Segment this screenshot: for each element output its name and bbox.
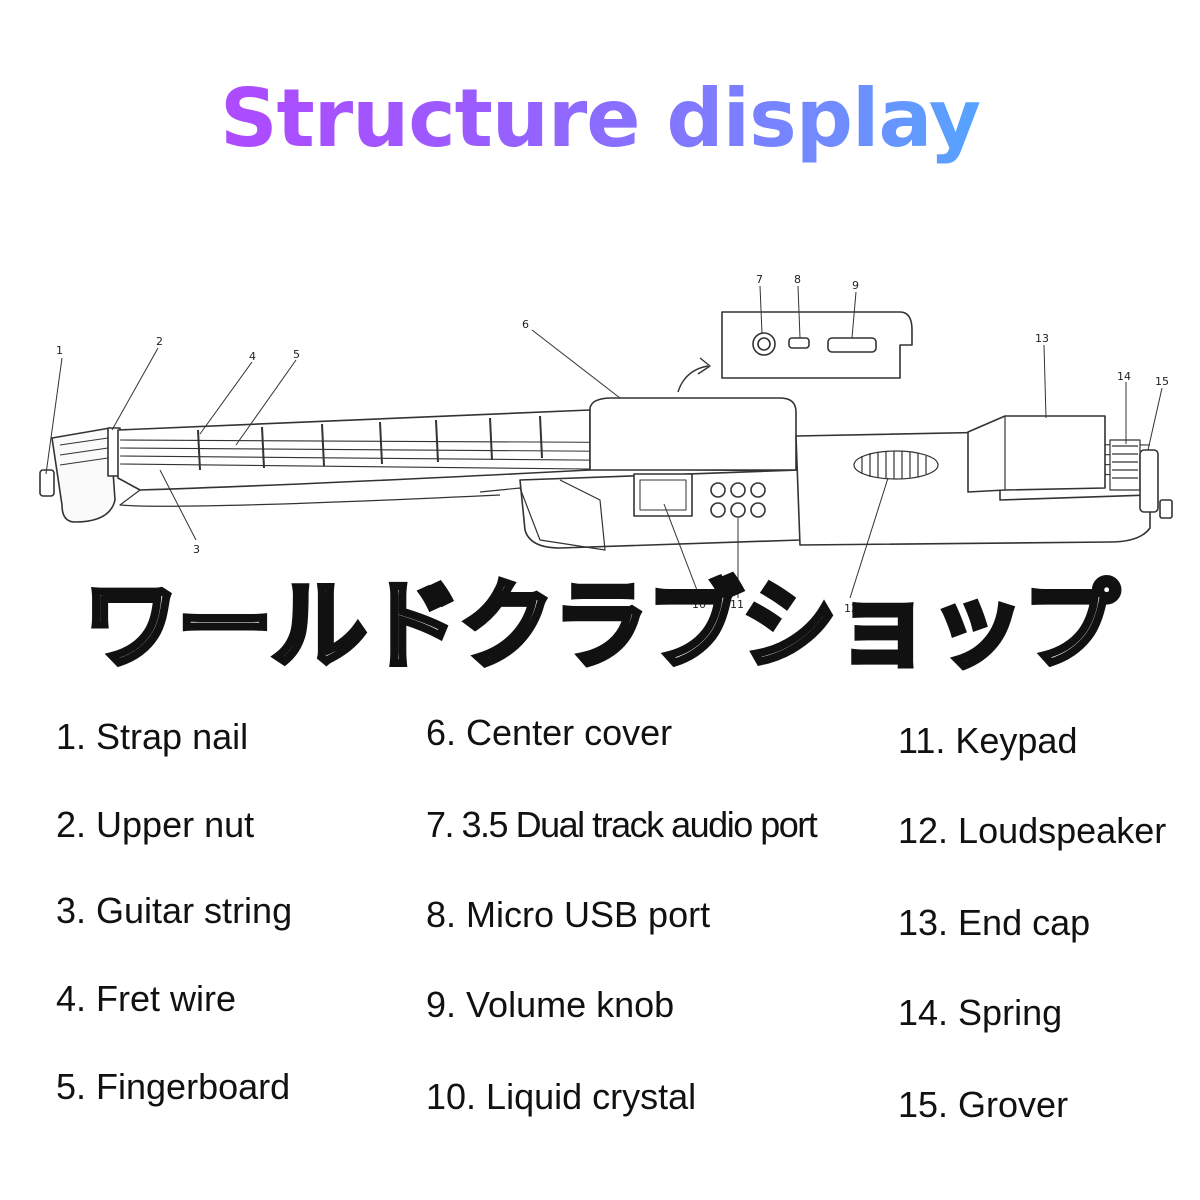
legend-item-3: 3. Guitar string	[56, 890, 293, 931]
watermark-text: ワールドクラブショップ	[81, 568, 1122, 685]
callout-10: 10	[692, 598, 706, 611]
legend-item-2: 2. Upper nut	[56, 804, 255, 845]
callout-9: 9	[852, 279, 859, 292]
legend-item-14: 14. Spring	[898, 992, 1063, 1033]
callout-11: 11	[730, 598, 744, 611]
volume-knob-part	[827, 337, 877, 353]
legend-item-5: 5. Fingerboard	[56, 1066, 291, 1107]
legend-item-11: 11. Keypad	[898, 720, 1078, 761]
callout-4: 4	[249, 350, 256, 363]
callout-1: 1	[56, 344, 63, 357]
loudspeaker-part	[853, 450, 939, 480]
callout-3: 3	[193, 543, 200, 556]
legend-item-8: 8. Micro USB port	[426, 894, 711, 935]
legend-item-15: 15. Grover	[898, 1084, 1069, 1125]
legend-item-6: 6. Center cover	[426, 712, 673, 753]
callout-13: 13	[1035, 332, 1049, 345]
headstock	[51, 427, 116, 523]
callout-6: 6	[522, 318, 529, 331]
ports-inset	[721, 311, 913, 379]
legend-item-13: 13. End cap	[898, 902, 1091, 943]
strap-nail-part	[39, 469, 55, 497]
legend-item-12: 12. Loudspeaker	[898, 810, 1167, 851]
audio-port-part	[752, 332, 776, 356]
legend-item-9: 9. Volume knob	[426, 984, 675, 1025]
title: Structure display	[0, 72, 1200, 165]
liquid-crystal-part	[633, 473, 693, 517]
callout-8: 8	[794, 273, 801, 286]
legend-item-10: 10. Liquid crystal	[426, 1076, 697, 1117]
callout-15: 15	[1155, 375, 1169, 388]
grover-part	[1139, 449, 1159, 513]
leader-lines	[45, 285, 1163, 599]
usb-port-part	[788, 337, 810, 349]
callout-labels: 1 2 3 4 5 6 7 8 9 10 11 12 13 14 15	[56, 273, 1169, 615]
spring-part	[1109, 439, 1141, 491]
fret-wires	[197, 415, 543, 471]
callout-2: 2	[156, 335, 163, 348]
callout-12: 12	[844, 602, 858, 615]
callout-7: 7	[756, 273, 763, 286]
callout-5: 5	[293, 348, 300, 361]
callout-14: 14	[1117, 370, 1131, 383]
end-cap-part	[967, 415, 1106, 493]
legend-item-4: 4. Fret wire	[56, 978, 237, 1019]
center-cover-part	[589, 397, 797, 471]
keypad-part	[710, 482, 766, 518]
arrow-icon	[677, 365, 709, 393]
legend-item-1: 1. Strap nail	[56, 716, 249, 757]
legend-item-7: 7. 3.5 Dual track audio port	[426, 804, 818, 845]
